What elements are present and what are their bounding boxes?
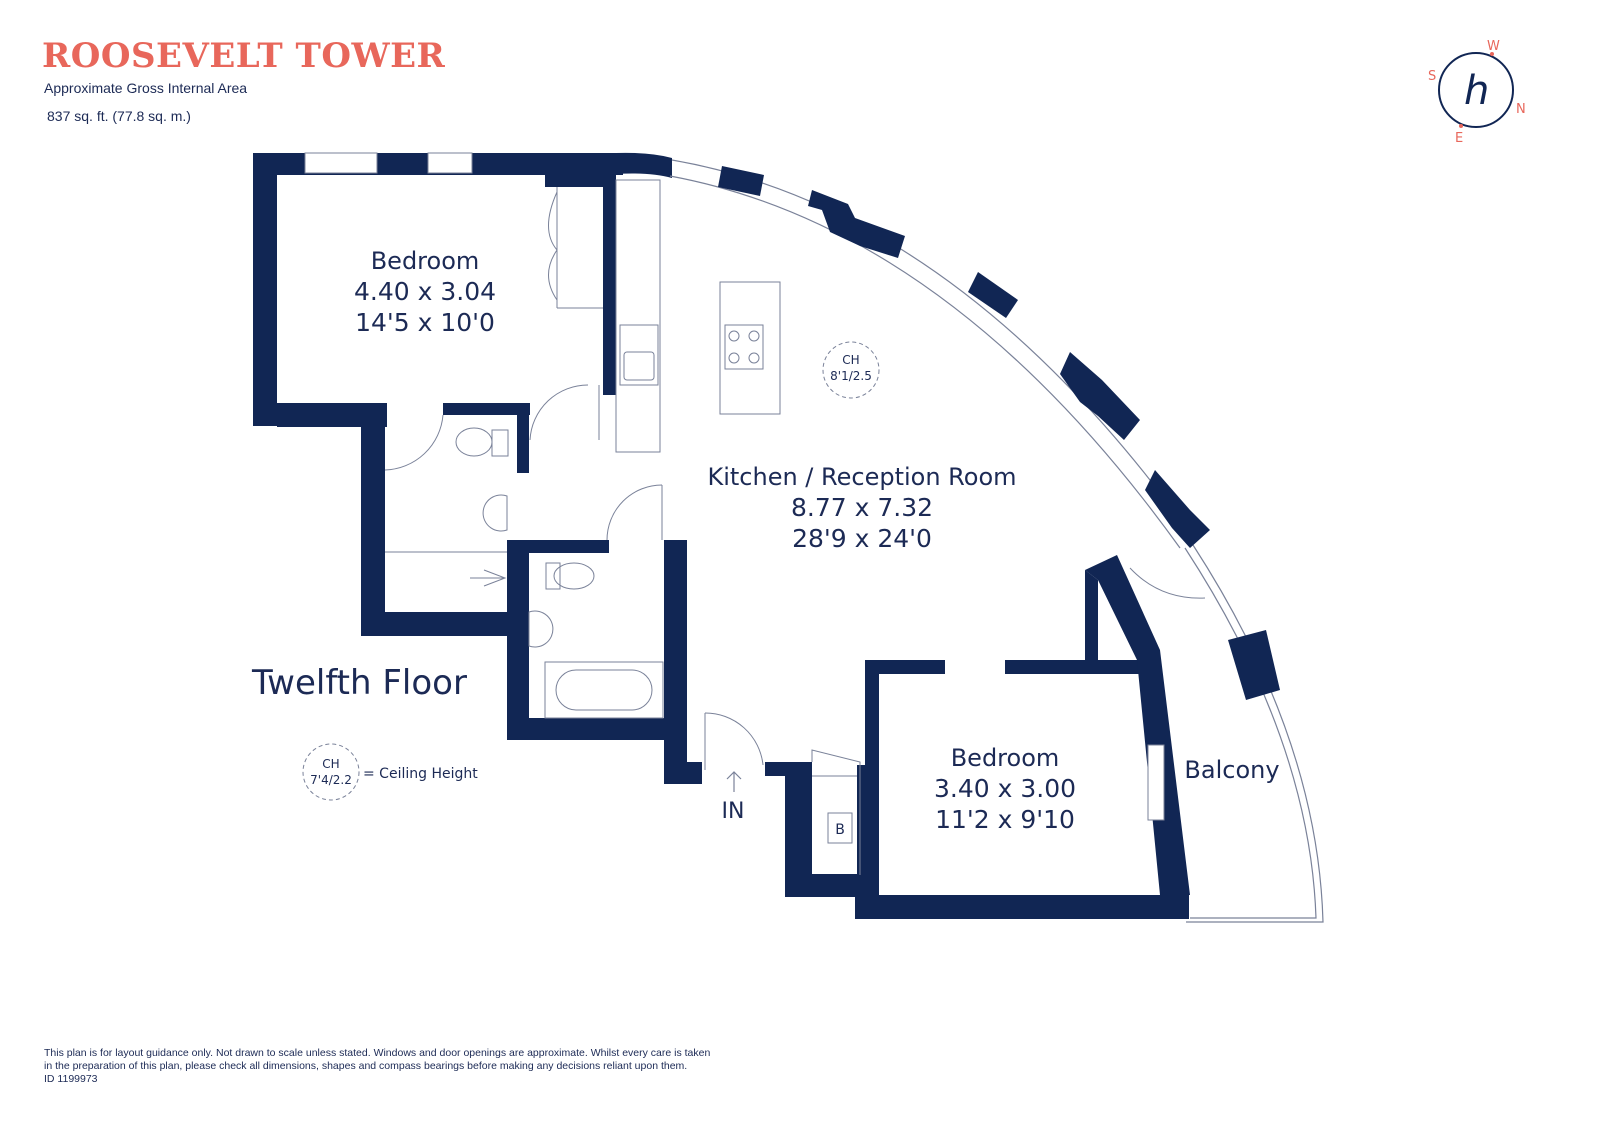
entry-label: IN [722, 799, 745, 824]
room-name: Bedroom [371, 247, 480, 275]
legend-text: = Ceiling Height [363, 766, 478, 782]
compass-s: S [1428, 69, 1436, 84]
disclaimer: This plan is for layout guidance only. N… [44, 1047, 864, 1086]
compass-logo: h [1464, 68, 1489, 114]
room-bedroom-1: Bedroom 4.40 x 3.04 14'5 x 10'0 [354, 247, 496, 337]
room-imperial: 14'5 x 10'0 [355, 308, 495, 337]
room-imperial: 11'2 x 9'10 [935, 805, 1075, 834]
area-caption: Approximate Gross Internal Area [44, 80, 248, 96]
legend-label: CH [322, 757, 339, 771]
compass-e: E [1455, 131, 1463, 146]
interior-lines [384, 179, 1206, 875]
ceiling-value: 8'1/2.5 [830, 369, 872, 383]
room-metric: 4.40 x 3.04 [354, 277, 496, 306]
disclaimer-line-1: This plan is for layout guidance only. N… [44, 1047, 711, 1059]
room-name: Kitchen / Reception Room [707, 463, 1016, 491]
property-title: ROOSEVELT TOWER [42, 36, 446, 76]
legend-value: 7'4/2.2 [310, 773, 352, 787]
balcony-outline [1184, 544, 1324, 923]
room-name: Bedroom [951, 744, 1060, 772]
curved-window-wall [304, 152, 1280, 821]
room-kitchen: Kitchen / Reception Room 8.77 x 7.32 28'… [707, 463, 1016, 553]
compass-w: W [1487, 39, 1500, 54]
room-imperial: 28'9 x 24'0 [792, 524, 932, 553]
ceiling-legend: CH 7'4/2.2 = Ceiling Height [302, 743, 478, 801]
disclaimer-line-2: in the preparation of this plan, please … [44, 1060, 688, 1072]
room-bedroom-2: Bedroom 3.40 x 3.00 11'2 x 9'10 [934, 744, 1076, 834]
entry-arrow-icon [726, 771, 742, 792]
floor-name: Twelfth Floor [251, 663, 467, 703]
ceiling-height-marker: CH 8'1/2.5 [822, 341, 880, 399]
room-metric: 3.40 x 3.00 [934, 774, 1076, 803]
room-metric: 8.77 x 7.32 [791, 493, 933, 522]
compass-icon: W S N E h [1428, 39, 1526, 146]
area-value: 837 sq. ft. (77.8 sq. m.) [47, 108, 191, 124]
ceiling-label: CH [842, 353, 859, 367]
compass-n: N [1516, 102, 1526, 117]
disclaimer-id: ID 1199973 [44, 1073, 98, 1085]
room-balcony: Balcony [1184, 756, 1279, 784]
boiler-label: B [835, 822, 845, 838]
